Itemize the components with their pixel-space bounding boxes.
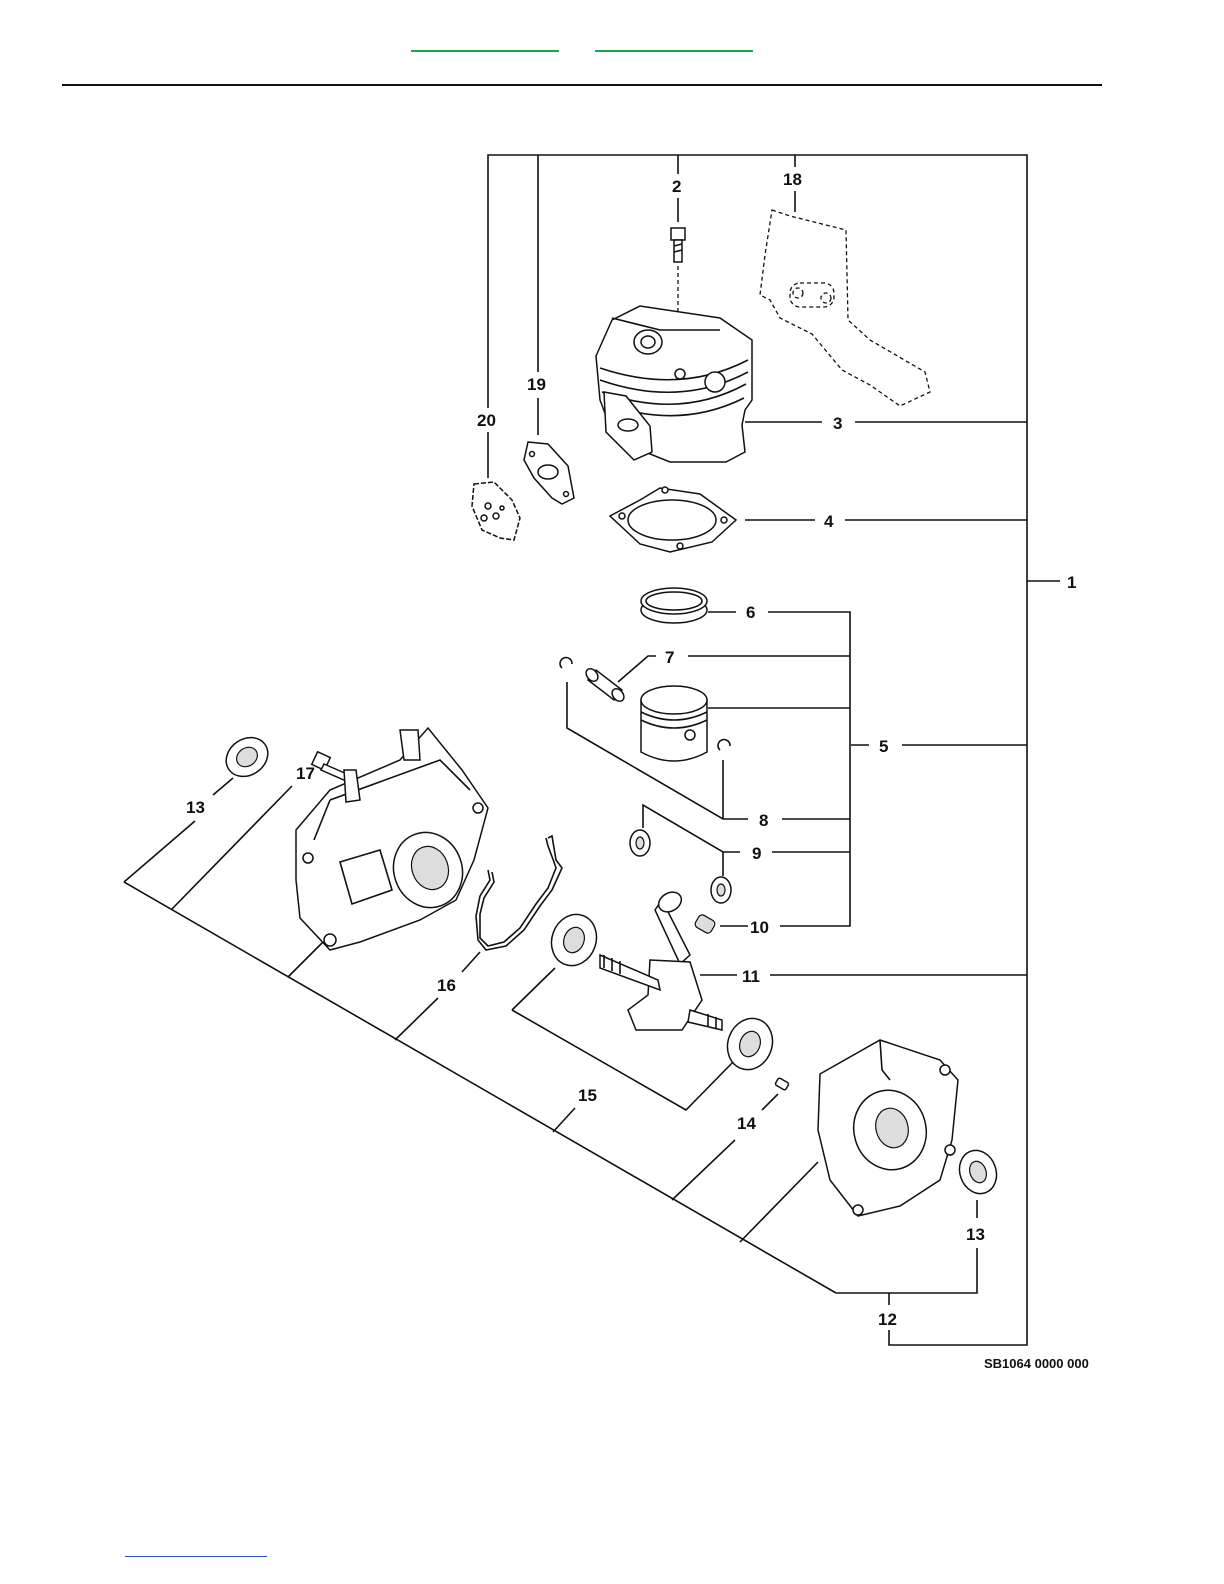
part-label-10: 10 <box>750 918 769 937</box>
piston-pin-7 <box>584 666 627 703</box>
part-label-19: 19 <box>527 375 546 394</box>
part-label-6: 6 <box>746 603 755 622</box>
part-label-13-right: 13 <box>966 1225 985 1244</box>
part-label-1: 1 <box>1067 573 1076 592</box>
part-label-2: 2 <box>672 177 681 196</box>
part-label-8: 8 <box>759 811 768 830</box>
piston-5 <box>641 686 707 761</box>
muffler-gasket-18 <box>760 210 930 406</box>
needle-bearing-10 <box>694 913 717 934</box>
part-label-9: 9 <box>752 844 761 863</box>
part-label-15: 15 <box>578 1086 597 1105</box>
oil-seal-13-right <box>954 1145 1003 1199</box>
crankcase-gasket-16 <box>476 836 562 950</box>
piston-rings-6 <box>641 588 707 623</box>
part-label-12: 12 <box>878 1310 897 1329</box>
oil-seal-13-left <box>219 730 276 785</box>
part-label-13-left: 13 <box>186 798 205 817</box>
figure-code: SB1064 0000 000 <box>984 1356 1089 1371</box>
part-label-20: 20 <box>477 411 496 430</box>
crankcase-right-12 <box>818 1040 958 1216</box>
cylinder-gasket-4 <box>610 487 736 552</box>
dowel-pin-14 <box>775 1078 789 1091</box>
part-label-11: 11 <box>742 967 760 986</box>
crankshaft-11 <box>600 888 722 1030</box>
washers-9 <box>630 830 731 903</box>
gasket-20 <box>472 482 520 540</box>
part-label-17: 17 <box>296 764 315 783</box>
cylinder-3 <box>596 306 752 462</box>
part-label-3: 3 <box>833 414 842 433</box>
part-label-18: 18 <box>783 170 802 189</box>
part-label-7: 7 <box>665 648 674 667</box>
part-label-14: 14 <box>737 1114 756 1133</box>
part-label-5: 5 <box>879 737 888 756</box>
part-label-4: 4 <box>824 512 834 531</box>
part-label-16: 16 <box>437 976 456 995</box>
gasket-19 <box>524 442 574 504</box>
